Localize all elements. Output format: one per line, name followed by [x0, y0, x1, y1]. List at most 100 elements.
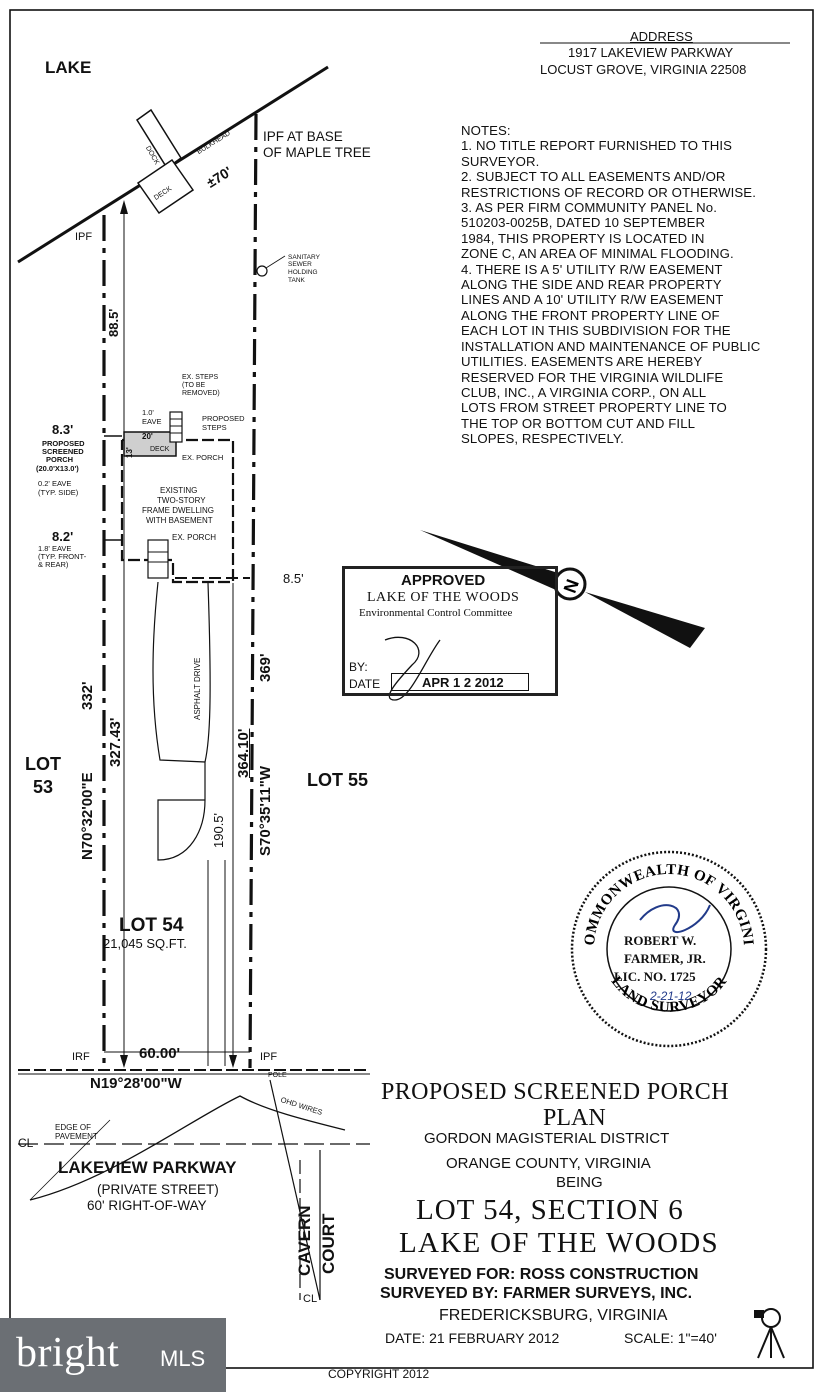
north-arrow-head [420, 530, 556, 590]
septic-label-4: TANK [288, 277, 305, 284]
title-line-2: PLAN [543, 1105, 606, 1131]
seal-inner-ring [606, 886, 732, 1012]
dist-88-label: 88.5' [106, 308, 121, 337]
address-heading: ADDRESS [630, 29, 693, 44]
centerline-bottom-label: CL [303, 1293, 318, 1305]
proposed-screened-3: PORCH [46, 455, 74, 464]
septic-label-3: HOLDING [288, 269, 318, 276]
proposed-steps-2: STEPS [202, 423, 227, 432]
porch-20-label: 20' [142, 432, 153, 441]
bearing-east-label: S70°35'11"W [257, 765, 274, 856]
proposed-screened-1: PROPOSED [42, 439, 85, 448]
eave-02-a: 0.2' EAVE [38, 479, 72, 488]
seal-name-2: FARMER, JR. [624, 951, 706, 966]
note-line: RESERVED FOR THE VIRGINIA WILDLIFE [461, 369, 724, 385]
front-bearing-label: N19°28'00"W [90, 1075, 182, 1092]
street-private-label: (PRIVATE STREET) [97, 1182, 219, 1197]
ipf-front-label: IPF [260, 1051, 278, 1063]
brand-suffix: MLS [160, 1346, 206, 1371]
stamp-date-value: APR 1 2 2012 [391, 673, 529, 691]
brand-name: bright [16, 1330, 120, 1376]
note-line: 510203-0025B, DATED 10 SEPTEMBER [461, 215, 706, 231]
title-surveyed-by: SURVEYED BY: FARMER SURVEYS, INC. [380, 1285, 693, 1302]
eave-02-b: (TYP. SIDE) [38, 488, 79, 497]
dwelling-1: EXISTING [160, 486, 198, 495]
title-district: GORDON MAGISTERIAL DISTRICT [424, 1130, 670, 1147]
eave-10-b: EAVE [142, 417, 162, 426]
title-date: DATE: 21 FEBRUARY 2012 [385, 1330, 560, 1346]
stamp-date-label: DATE [349, 677, 381, 691]
note-line: LINES AND A 10' UTILITY R/W EASEMENT [461, 292, 724, 308]
title-scale: SCALE: 1"=40' [624, 1330, 717, 1346]
title-lot-line: LOT 54, SECTION 6 [416, 1194, 684, 1226]
septic-label-2: SEWER [288, 261, 312, 268]
copyright-label: COPYRIGHT 2012 [328, 1367, 430, 1381]
note-line: UTILITIES. EASEMENTS ARE HEREBY [461, 354, 703, 370]
eave-18-b: (TYP. FRONT- [38, 552, 87, 561]
setback-82-label: 8.2' [52, 529, 74, 544]
approval-stamp: APPROVED LAKE OF THE WOODS Environmental… [342, 566, 558, 696]
eave-10-a: 1.0' [142, 408, 154, 417]
irf-label: IRF [72, 1051, 90, 1063]
north-arrow-tail [585, 592, 705, 648]
svg-text:N: N [560, 577, 583, 596]
dwelling-2: TWO-STORY [157, 496, 206, 505]
edge-pavement-1: EDGE OF [55, 1123, 92, 1132]
note-line: 3. AS PER FIRM COMMUNITY PANEL No. [461, 200, 717, 216]
ipf-maple-line1: IPF AT BASE [263, 129, 343, 144]
ex-steps-2: (TO BE [182, 382, 206, 389]
note-line: EACH LOT IN THIS SUBDIVISION FOR THE [461, 323, 731, 339]
address-line-2: LOCUST GROVE, VIRGINIA 22508 [540, 62, 747, 77]
proposed-steps-shape [169, 411, 183, 443]
lot53-label-2: 53 [33, 777, 54, 797]
pole-label: POLE [268, 1072, 287, 1079]
dist-36410-label: 364.10' [235, 728, 252, 778]
ohd-wires-line [269, 1079, 321, 1301]
note-line: ZONE C, AN AREA OF MINIMAL FLOODING. [461, 246, 734, 262]
stamp-org: LAKE OF THE WOODS [367, 590, 520, 605]
ex-porch-bottom-label: EX. PORCH [172, 533, 217, 542]
lot53-label-1: LOT [25, 754, 61, 774]
eave-18-c: & REAR) [38, 560, 69, 569]
dist-32743-label: 327.43' [107, 717, 124, 767]
title-being: BEING [556, 1174, 603, 1191]
seal-name-1: ROBERT W. [624, 933, 697, 948]
proposed-screened-2: SCREENED [42, 447, 84, 456]
ex-porch-top-label: EX. PORCH [182, 453, 224, 462]
court-label: COURT [319, 1213, 338, 1274]
title-line-1: PROPOSED SCREENED PORCH [381, 1079, 729, 1105]
title-subdivision: LAKE OF THE WOODS [399, 1227, 719, 1259]
address-line-1: 1917 LAKEVIEW PARKWAY [568, 45, 734, 60]
note-line: INSTALLATION AND MAINTENANCE OF PUBLIC [461, 338, 761, 354]
seal-outer-ring [570, 850, 768, 1048]
asphalt-drive-outline [152, 581, 206, 861]
proposed-screened-4: (20.0'X13.0') [36, 464, 79, 473]
lot54-area-label: 21,045 SQ.FT. [103, 936, 187, 951]
note-line: ALONG THE FRONT PROPERTY LINE OF [461, 307, 720, 323]
note-line: 4. THERE IS A 5' UTILITY R/W EASEMENT [461, 261, 723, 277]
lot54-label: LOT 54 [119, 915, 184, 936]
seal-signature-date: 2-21-12 [650, 989, 692, 1003]
dist-332-label: 332' [79, 681, 96, 710]
street-name-label: LAKEVIEW PARKWAY [58, 1158, 237, 1177]
title-county: ORANGE COUNTY, VIRGINIA [446, 1155, 651, 1172]
edge-pavement-2: PAVEMENT [55, 1132, 98, 1141]
proposed-steps-1: PROPOSED [202, 414, 245, 423]
title-surveyed-for: SURVEYED FOR: ROSS CONSTRUCTION [384, 1266, 699, 1283]
deck-shape [136, 158, 195, 215]
dwelling-4: WITH BASEMENT [146, 516, 213, 525]
notes-block: NOTES: 1. NO TITLE REPORT FURNISHED TO T… [461, 123, 811, 447]
surveyor-logo-icon [754, 1308, 785, 1359]
note-line: SLOPES, RESPECTIVELY. [461, 431, 624, 447]
seal-signature [639, 904, 711, 934]
proposed-porch-area [123, 431, 177, 457]
centerline-label: CL [18, 1136, 34, 1150]
street-row-label: 60' RIGHT-OF-WAY [87, 1198, 207, 1213]
setback-83-label: 8.3' [52, 422, 74, 437]
dist-1905-label: 190.5' [211, 812, 226, 848]
asphalt-drive-label: ASPHALT DRIVE [193, 657, 202, 720]
stamp-approved: APPROVED [401, 572, 486, 589]
cavern-label: CAVERN [295, 1205, 314, 1276]
